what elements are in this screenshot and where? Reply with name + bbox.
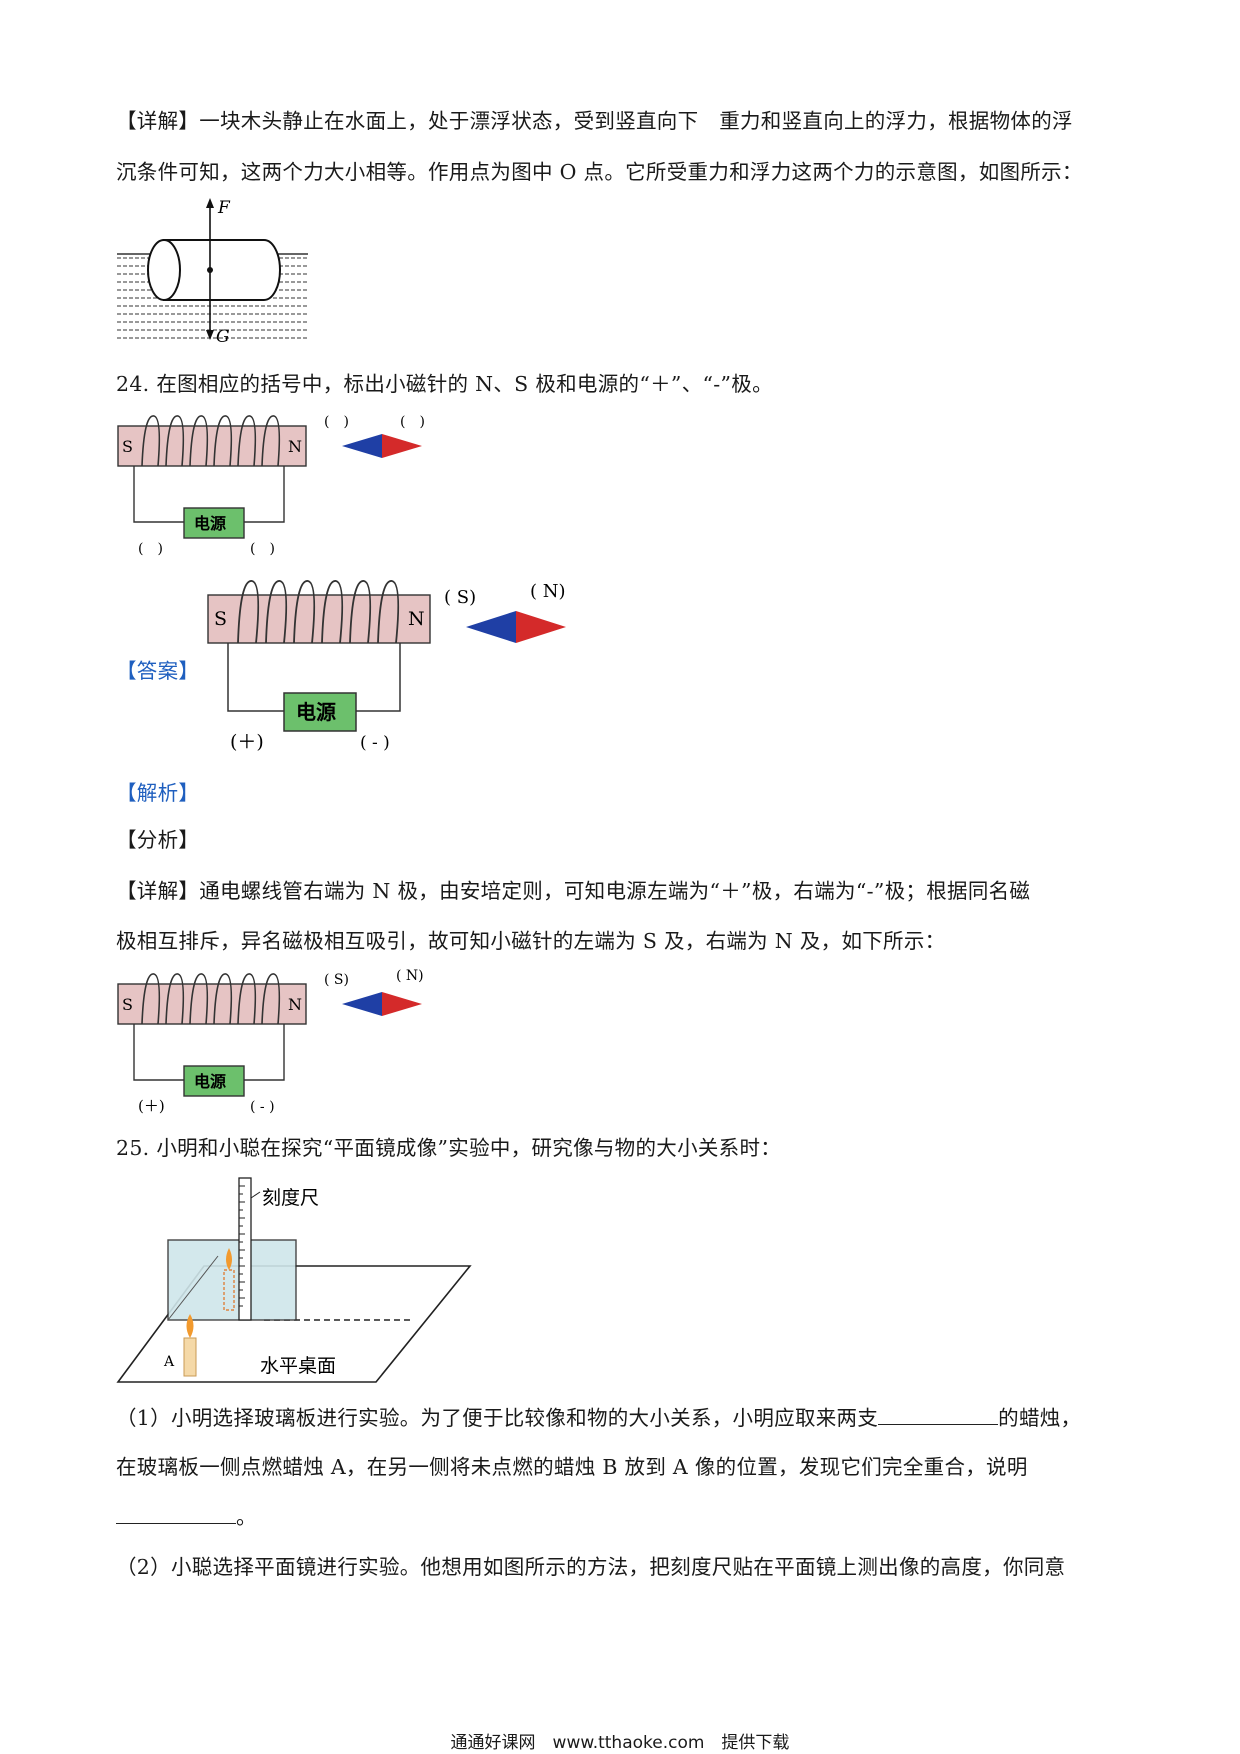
solenoid-right-pole: N xyxy=(408,608,425,630)
q25-part2: （2）小聪选择平面镜进行实验。他想用如图所示的方法，把刻度尺贴在平面镜上测出像的… xyxy=(116,1555,1066,1579)
detail-paragraph-1-line2: 沉条件可知，这两个力大小相等。作用点为图中 O 点。它所受重力和浮力这两个力的示… xyxy=(116,160,1083,184)
detail-text-2: 通电螺线管右端为 N 极，由安培定则，可知电源左端为“＋”极，右端为“-”极；根… xyxy=(199,879,1031,903)
needle-right-half xyxy=(382,434,422,458)
needle-right-answer: ( N) xyxy=(530,581,566,602)
ruler-ticks xyxy=(239,1185,245,1307)
candle-a-flame xyxy=(186,1314,194,1338)
solenoid-coil xyxy=(237,580,400,644)
needle-right-half xyxy=(516,611,566,643)
ruler-leader xyxy=(250,1191,261,1199)
answer-label: 【答案】 xyxy=(116,659,200,683)
needle-right-answer: ( N) xyxy=(396,968,424,984)
needle-left-answer: ( S) xyxy=(324,972,349,988)
circuit-wire xyxy=(227,643,284,712)
solenoid-right-pole: N xyxy=(288,437,302,456)
q25-blank-1[interactable] xyxy=(878,1406,999,1425)
source-right-answer: ( - ) xyxy=(250,1099,275,1115)
fenxi-label: 【分析】 xyxy=(116,828,200,852)
detail-paragraph-2: 【详解】通电螺线管右端为 N 极，由安培定则，可知电源左端为“＋”极，右端为“-… xyxy=(116,874,1030,904)
detail-paragraph-1: 【详解】一块木头静止在水面上，处于漂浮状态，受到竖直向下 重力和竖直向上的浮力，… xyxy=(116,104,1073,134)
detail-paragraph-2-line2: 极相互排斥，异名磁极相互吸引，故可知小磁针的左端为 S 及，右端为 N 及，如下… xyxy=(116,929,946,953)
needle-right-bracket: ( ) xyxy=(400,414,425,430)
solenoid-left-pole: S xyxy=(214,608,227,630)
power-source xyxy=(283,692,357,732)
q25-part1-line1: （1）小明选择玻璃板进行实验。为了便于比较像和物的大小关系，小明应取来两支 的蜡烛… xyxy=(116,1401,1081,1431)
source-left-bracket: ( ) xyxy=(138,541,163,557)
power-source-label: 电源 xyxy=(296,700,336,724)
circuit-figure-question: S N 电源 ( ) ( ) ( ) ( ) xyxy=(117,414,425,557)
ruler xyxy=(238,1177,252,1321)
candle-a xyxy=(183,1337,197,1377)
solenoid-left-pole: S xyxy=(122,437,133,456)
source-left-answer: (＋) xyxy=(138,1097,165,1115)
needle-left-half xyxy=(342,992,382,1016)
candle-a-label: A xyxy=(163,1354,175,1370)
q25-part1-line3: 。 xyxy=(116,1500,257,1530)
circuit-wire xyxy=(133,466,184,523)
solenoid-core xyxy=(117,983,307,1025)
needle-left-half xyxy=(342,434,382,458)
solenoid-coil xyxy=(141,973,281,1025)
needle-left-answer: ( S) xyxy=(444,587,476,608)
desk-label: 水平桌面 xyxy=(260,1355,336,1377)
needle-right-half xyxy=(382,992,422,1016)
point-o xyxy=(207,267,213,273)
q25-part1-line2: 在玻璃板一侧点燃蜡烛 A，在另一侧将未点燃的蜡烛 B 放到 A 像的位置，发现它… xyxy=(116,1455,1028,1479)
circuit-wire xyxy=(133,1024,184,1081)
solenoid-core xyxy=(117,425,307,467)
page-footer: 通通好课网 www.tthaoke.com 提供下载 xyxy=(450,1733,790,1753)
source-right-answer: ( - ) xyxy=(360,733,390,753)
glass-plate xyxy=(167,1239,297,1321)
detail-text: 一块木头静止在水面上，处于漂浮状态，受到竖直向下 重力和竖直向上的浮力，根据物体… xyxy=(199,109,1073,133)
q25-part1-text-b: 的蜡烛， xyxy=(998,1406,1082,1430)
analysis-label: 【解析】 xyxy=(116,781,200,805)
wood-log xyxy=(147,239,281,301)
solenoid-right-pole: N xyxy=(288,995,302,1014)
power-source xyxy=(183,507,245,539)
force-f-label: F xyxy=(217,198,231,218)
question-24: 24. 在图相应的括号中，标出小磁针的 N、S 极和电源的“＋”、“-”极。 xyxy=(116,372,773,396)
circuit-figure-detail: S N 电源 (＋) ( - ) ( S) ( N) xyxy=(117,968,424,1115)
circuit-figure-answer: S N 电源 (＋) ( - ) ( S) ( N) xyxy=(207,580,566,753)
floating-wood-figure: F G xyxy=(117,198,308,346)
candle-image-flame xyxy=(226,1248,232,1270)
power-source xyxy=(183,1065,245,1097)
power-source-label: 电源 xyxy=(194,514,226,533)
detail-label: 【详解】 xyxy=(116,109,200,133)
force-g-label: G xyxy=(216,327,230,346)
detail-label-2: 【详解】 xyxy=(116,879,200,903)
needle-left-bracket: ( ) xyxy=(324,414,349,430)
power-source-label: 电源 xyxy=(194,1072,226,1091)
solenoid-left-pole: S xyxy=(122,995,133,1014)
solenoid-core xyxy=(207,594,431,644)
question-25: 25. 小明和小聪在探究“平面镜成像”实验中，研究像与物的大小关系时： xyxy=(116,1136,782,1160)
ruler-label: 刻度尺 xyxy=(262,1187,319,1209)
q25-blank-2[interactable] xyxy=(116,1505,236,1524)
source-right-bracket: ( ) xyxy=(250,541,275,557)
needle-left-half xyxy=(466,611,516,643)
solenoid-coil xyxy=(141,415,281,467)
source-left-answer: (＋) xyxy=(230,731,264,753)
q25-part1-text-a: （1）小明选择玻璃板进行实验。为了便于比较像和物的大小关系，小明应取来两支 xyxy=(116,1406,879,1430)
plane-mirror-figure: 刻度尺 A 水平桌面 xyxy=(116,1177,472,1383)
q25-part1-line3-end: 。 xyxy=(236,1505,257,1529)
